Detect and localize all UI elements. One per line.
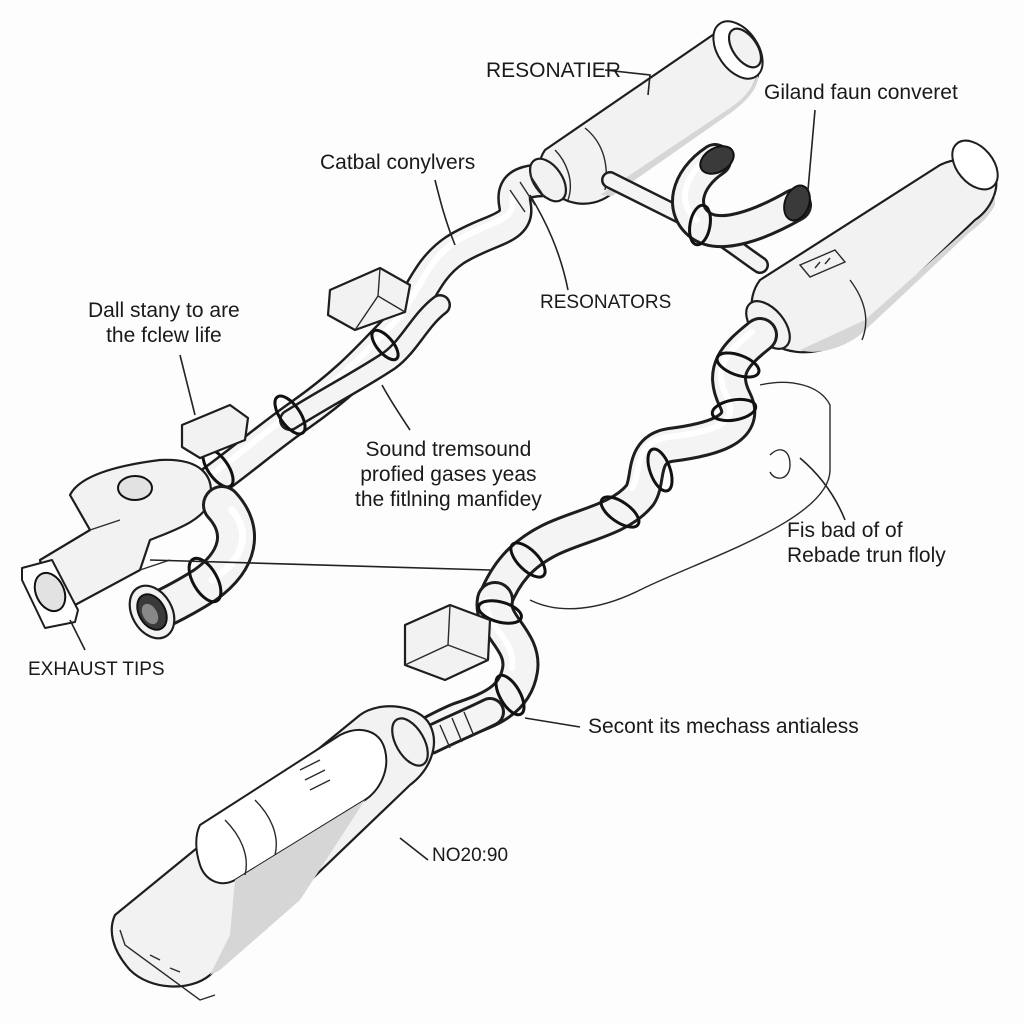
label-fis-line1: Fis bad of of bbox=[787, 519, 903, 542]
label-sound-line1: Sound tremsound bbox=[365, 438, 532, 461]
leader-lines bbox=[69, 69, 846, 861]
label-no2090: NO20:90 bbox=[432, 845, 509, 866]
label-dall-line1: Dall stany to are bbox=[88, 299, 240, 322]
bracket-left bbox=[180, 403, 250, 460]
label-catbal-conylvers: Catbal conylvers bbox=[320, 151, 476, 174]
pipe-clamp-drawing bbox=[201, 328, 400, 489]
label-sound-line2: profied gases yeas bbox=[360, 463, 537, 487]
sensor-box-bottom bbox=[403, 603, 492, 682]
label-resonatier: RESONATIER bbox=[486, 59, 621, 82]
label-dall-stany: Dall stany to are the fclew life bbox=[88, 298, 240, 348]
exhaust-tip-drawing bbox=[128, 485, 256, 640]
sensor-wire bbox=[529, 381, 831, 610]
label-fis-line2: Rebade trun floly bbox=[787, 544, 946, 568]
muffler-inlet-pipe bbox=[415, 697, 505, 755]
label-secont-mechass: Secont its mechass antialess bbox=[588, 715, 859, 738]
label-dall-line2: the fclew life bbox=[106, 324, 222, 348]
label-exhaust-tips: EXHAUST TIPS bbox=[28, 659, 165, 680]
label-giland-faun-converet: Giland faun converet bbox=[764, 81, 958, 104]
label-fis-bad: Fis bad of of Rebade trun floly bbox=[787, 518, 946, 568]
left-pipe-run bbox=[133, 163, 577, 537]
u-bend-pipe bbox=[671, 143, 812, 249]
right-pipe-clamps bbox=[509, 351, 761, 579]
manifold-flange-drawing bbox=[21, 458, 212, 629]
catalytic-converter-drawing bbox=[745, 139, 999, 354]
label-sound-tremsound: Sound tremsound profied gases yeas the f… bbox=[355, 437, 542, 513]
resonator-drawing bbox=[509, 20, 764, 213]
label-sound-line3: the fitlning manfidey bbox=[355, 488, 542, 512]
label-resonators: RESONATORS bbox=[540, 292, 672, 313]
sensor-box-left bbox=[326, 266, 412, 332]
muffler-drawing bbox=[110, 705, 435, 1001]
